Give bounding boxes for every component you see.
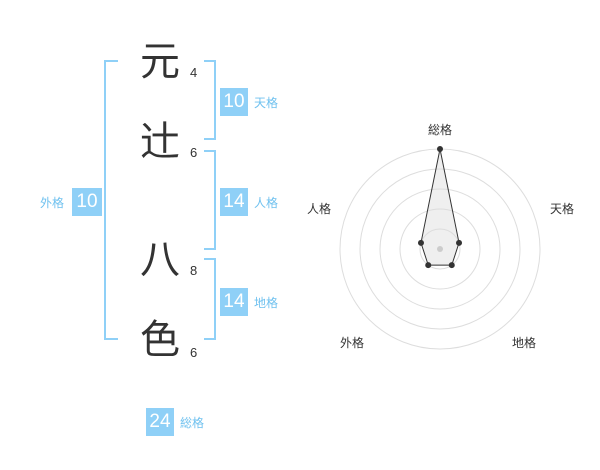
tenkaku-bracket: [204, 60, 216, 140]
gaikaku-label: 外格: [40, 196, 65, 210]
radar-axis-label-3: 地格: [512, 336, 537, 350]
radar-axis-label-2: 天格: [550, 202, 575, 216]
radar-point-1: [437, 146, 443, 152]
jinkaku-label: 人格: [254, 196, 279, 210]
radar-point-5: [417, 239, 424, 246]
name-char-1: 元: [140, 39, 180, 85]
chikaku-value: 14: [220, 288, 248, 316]
radar-point-2: [456, 239, 463, 246]
radar-point-3: [448, 262, 455, 269]
tenkaku-value: 10: [220, 88, 248, 116]
chikaku-bracket: [204, 258, 216, 340]
gaikaku-value: 10: [72, 188, 102, 216]
radar-ring-2: [399, 208, 481, 290]
name-char-4: 色: [140, 317, 180, 363]
radar-ring-4: [359, 168, 521, 330]
tenkaku-label: 天格: [254, 96, 279, 110]
radar-ring-3: [379, 188, 501, 310]
soukaku-value: 24: [146, 408, 174, 436]
radar-series-area: [420, 148, 460, 266]
jinkaku-value: 14: [220, 188, 248, 216]
stroke-count-2: 6: [190, 145, 198, 160]
radar-ring-1: [419, 228, 461, 270]
radar-axis-label-4: 外格: [340, 336, 365, 350]
name-char-2: 辻: [140, 119, 180, 165]
stroke-count-4: 6: [190, 345, 198, 360]
gaikaku-bracket: [104, 60, 118, 340]
jinkaku-bracket: [204, 150, 216, 250]
radar-axis-label-1: 総格: [428, 123, 453, 137]
radar-point-4: [425, 262, 432, 269]
stroke-count-3: 8: [190, 263, 198, 278]
radar-axis-label-5: 人格: [307, 202, 332, 216]
radar-center: [437, 246, 443, 252]
chikaku-label: 地格: [254, 296, 279, 310]
soukaku-label: 総格: [180, 416, 205, 430]
stroke-count-1: 4: [190, 65, 198, 80]
name-char-3: 八: [140, 237, 180, 283]
